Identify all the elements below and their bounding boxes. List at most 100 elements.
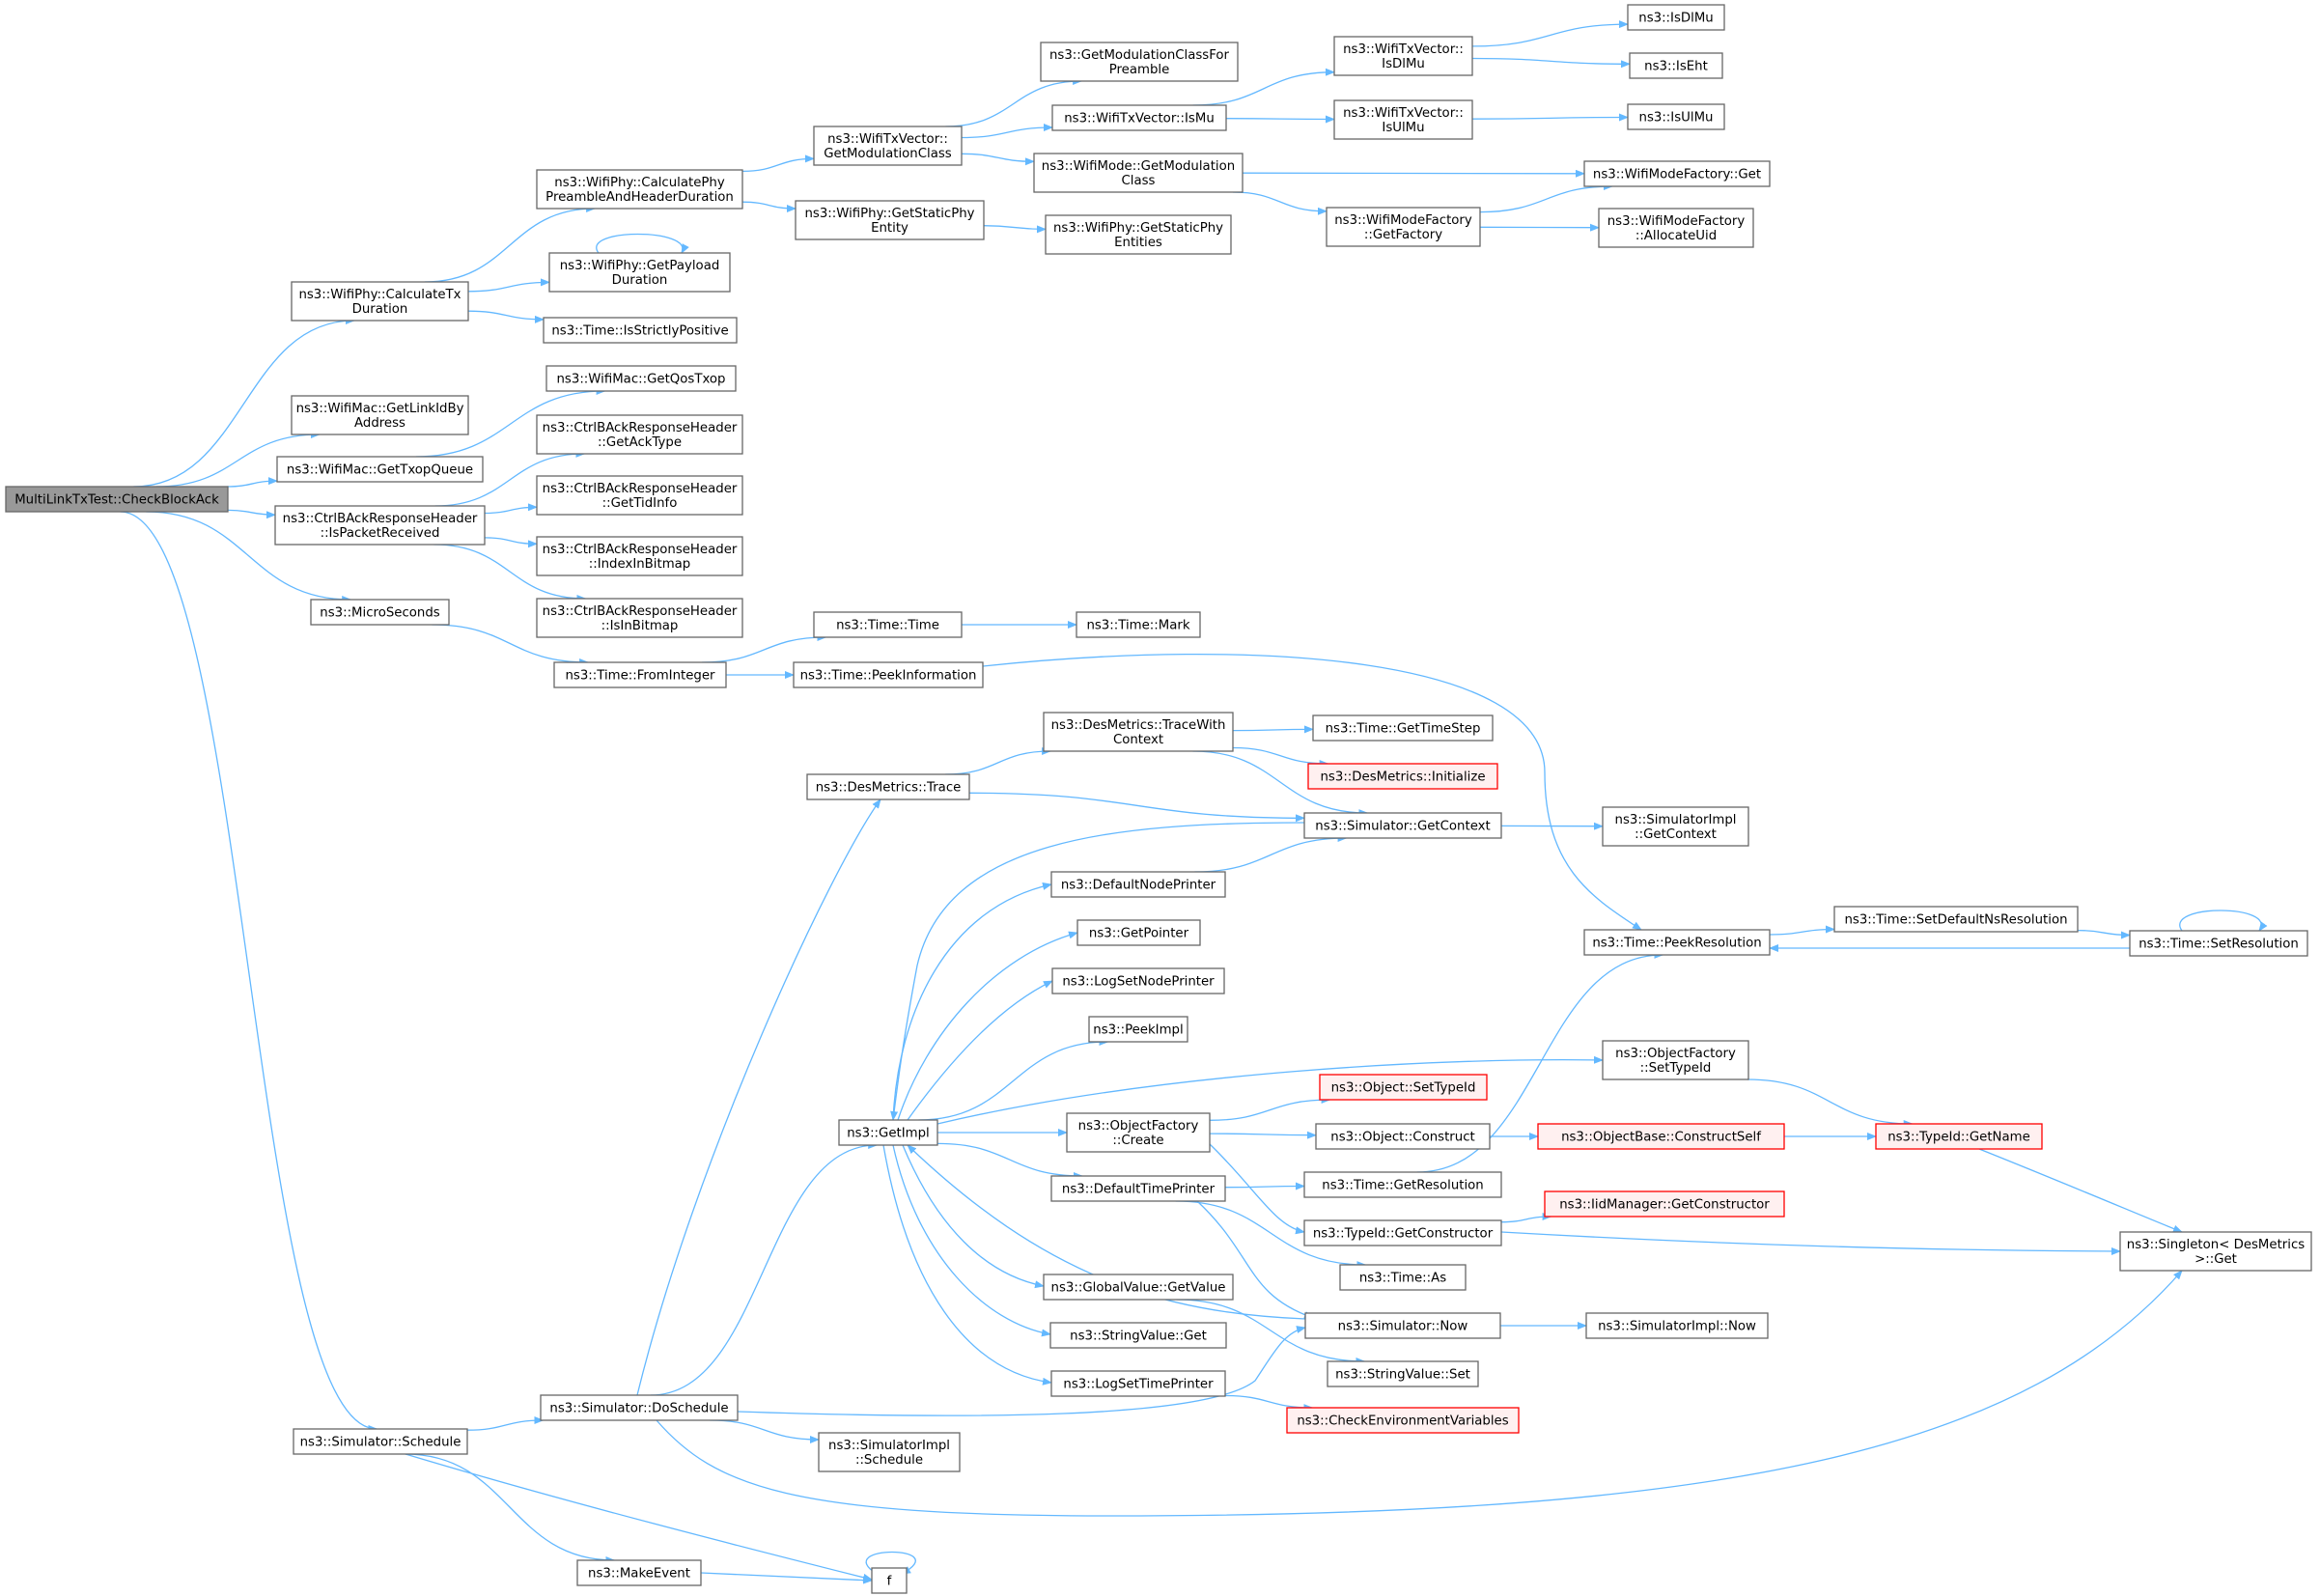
node-box (813, 126, 963, 166)
node-makeEvent[interactable]: ns3::MakeEvent (576, 1559, 702, 1586)
node-objSetTypeId[interactable]: ns3::Object::SetTypeId (1319, 1074, 1488, 1101)
edge-root-to-getLinkId (155, 431, 321, 488)
node-timeAs[interactable]: ns3::Time::As (1339, 1264, 1467, 1291)
node-label: Entity (871, 221, 908, 236)
node-root[interactable]: MultiLinkTxTest::CheckBlockAck (5, 486, 229, 513)
node-simImplSchedule[interactable]: ns3::SimulatorImpl::Schedule (818, 1432, 961, 1472)
node-box (1627, 103, 1725, 130)
node-label: ns3::Time::GetTimeStep (1326, 722, 1481, 737)
edge-calcPhyPre-to-getModClass (741, 154, 815, 173)
node-label: ns3::WifiTxVector::IsMu (1064, 112, 1215, 126)
node-label: ::GetTidInfo (602, 496, 678, 511)
node-fromInteger[interactable]: ns3::Time::FromInteger (553, 661, 727, 688)
edge-isPktRecv-to-getTidInfo (484, 503, 538, 515)
node-label: ns3::CtrlBAckResponseHeader (543, 604, 738, 619)
node-label: Duration (612, 273, 668, 288)
node-getAckType[interactable]: ns3::CtrlBAckResponseHeader::GetAckType (536, 414, 743, 455)
node-txvIsDlMu[interactable]: ns3::WifiTxVector::IsDlMu (1333, 36, 1473, 76)
node-typeIdGetName[interactable]: ns3::TypeId::GetName (1875, 1123, 2043, 1150)
node-desTrace[interactable]: ns3::DesMetrics::Trace (806, 773, 970, 800)
node-defTimePrinter[interactable]: ns3::DefaultTimePrinter (1050, 1175, 1226, 1202)
node-txvIsUlMu[interactable]: ns3::WifiTxVector::IsUlMu (1333, 99, 1473, 140)
node-simGetContext[interactable]: ns3::Simulator::GetContext (1303, 812, 1502, 839)
node-objFactoryCreate[interactable]: ns3::ObjectFactory::Create (1066, 1112, 1211, 1153)
node-isPktRecv[interactable]: ns3::CtrlBAckResponseHeader::IsPacketRec… (274, 505, 486, 546)
node-box (1326, 207, 1481, 247)
node-setResolution[interactable]: ns3::Time::SetResolution (2129, 930, 2308, 957)
node-modeFactoryGet[interactable]: ns3::WifiModeFactory::Get (1583, 160, 1771, 187)
node-getQosTxop[interactable]: ns3::WifiMac::GetQosTxop (545, 365, 737, 392)
node-label: ns3::GetPointer (1089, 927, 1189, 941)
node-iidMgrGetCtor[interactable]: ns3::IidManager::GetConstructor (1544, 1190, 1785, 1218)
node-peekResolution[interactable]: ns3::Time::PeekResolution (1583, 929, 1771, 956)
node-stringValueGet[interactable]: ns3::StringValue::Get (1049, 1322, 1227, 1349)
node-timeTime[interactable]: ns3::Time::Time (813, 611, 963, 638)
node-getTxopQueue[interactable]: ns3::WifiMac::GetTxopQueue (276, 456, 484, 483)
edge-root-to-calcTxDur (133, 317, 355, 488)
node-microSec[interactable]: ns3::MicroSeconds (310, 599, 450, 626)
edge-simGetContext-to-getImpl (890, 822, 1305, 1121)
node-globalValueGet[interactable]: ns3::GlobalValue::GetValue (1043, 1274, 1234, 1301)
node-box (5, 486, 229, 513)
node-getPointer[interactable]: ns3::GetPointer (1076, 919, 1201, 946)
node-box (1315, 1123, 1491, 1150)
node-box (1339, 1264, 1467, 1291)
node-isDlMu[interactable]: ns3::IsDlMu (1627, 4, 1725, 31)
node-isUlMu[interactable]: ns3::IsUlMu (1627, 103, 1725, 130)
node-stringValueSet[interactable]: ns3::StringValue::Set (1327, 1360, 1479, 1387)
node-simImplGetContext[interactable]: ns3::SimulatorImpl::GetContext (1602, 806, 1749, 847)
node-label: ns3::GetImpl (847, 1127, 929, 1141)
node-isEht[interactable]: ns3::IsEht (1629, 52, 1723, 79)
node-logSetNodePrinter[interactable]: ns3::LogSetNodePrinter (1051, 967, 1225, 994)
node-checkEnvVars[interactable]: ns3::CheckEnvironmentVariables (1286, 1407, 1520, 1434)
node-box (2129, 930, 2308, 957)
node-getImpl[interactable]: ns3::GetImpl (838, 1119, 938, 1146)
node-schedule[interactable]: ns3::Simulator::Schedule (293, 1428, 468, 1455)
node-allocateUid[interactable]: ns3::WifiModeFactory::AllocateUid (1598, 208, 1754, 248)
node-box (806, 773, 970, 800)
node-box (536, 475, 743, 516)
edge-doSchedule-to-getImpl (650, 1141, 879, 1396)
edge-calcTxDur-to-getPayload (467, 278, 550, 293)
node-objFactorySetTypeId[interactable]: ns3::ObjectFactory::SetTypeId (1602, 1040, 1749, 1080)
node-typeIdGetCtor[interactable]: ns3::TypeId::GetConstructor (1303, 1219, 1502, 1246)
node-peekInfo[interactable]: ns3::Time::PeekInformation (793, 661, 984, 688)
node-isMu[interactable]: ns3::WifiTxVector::IsMu (1051, 104, 1227, 131)
node-singletonGet[interactable]: ns3::Singleton< DesMetrics >::Get (2119, 1231, 2312, 1272)
node-logSetTimePrinter[interactable]: ns3::LogSetTimePrinter (1050, 1370, 1226, 1397)
node-getTidInfo[interactable]: ns3::CtrlBAckResponseHeader::GetTidInfo (536, 475, 743, 516)
node-getModClass[interactable]: ns3::WifiTxVector::GetModulationClass (813, 126, 963, 166)
node-timeGetRes[interactable]: ns3::Time::GetResolution (1303, 1171, 1502, 1198)
node-calcPhyPre[interactable]: ns3::WifiPhy::CalculatePhyPreambleAndHea… (536, 169, 743, 210)
node-label: ns3::WifiMac::GetTxopQueue (287, 463, 473, 478)
node-f[interactable]: f (871, 1567, 908, 1594)
node-box (838, 1119, 938, 1146)
node-objConstruct[interactable]: ns3::Object::Construct (1315, 1123, 1491, 1150)
node-modeFactoryGetFactory[interactable]: ns3::WifiModeFactory::GetFactory (1326, 207, 1481, 247)
node-box (1050, 871, 1226, 898)
node-defNodePrinter[interactable]: ns3::DefaultNodePrinter (1050, 871, 1226, 898)
node-label: ns3::CtrlBAckResponseHeader (283, 512, 478, 526)
node-timeGetTimeStep[interactable]: ns3::Time::GetTimeStep (1312, 714, 1494, 742)
node-objBaseConstructSelf[interactable]: ns3::ObjectBase::ConstructSelf (1537, 1123, 1785, 1150)
node-wifiModeGetMod[interactable]: ns3::WifiMode::GetModulationClass (1033, 153, 1244, 193)
node-isStrictPos[interactable]: ns3::Time::IsStrictlyPositive (543, 317, 738, 344)
node-isInBitmap[interactable]: ns3::CtrlBAckResponseHeader::IsInBitmap (536, 598, 743, 638)
node-peekImpl[interactable]: ns3::PeekImpl (1088, 1016, 1188, 1043)
node-doSchedule[interactable]: ns3::Simulator::DoSchedule (540, 1394, 739, 1421)
node-box (1602, 806, 1749, 847)
node-simImplNow[interactable]: ns3::SimulatorImpl::Now (1585, 1312, 1769, 1339)
node-indexInBitmap[interactable]: ns3::CtrlBAckResponseHeader::IndexInBitm… (536, 536, 743, 576)
node-setDefaultNsRes[interactable]: ns3::Time::SetDefaultNsResolution (1833, 906, 2079, 933)
node-label: ns3::Time::FromInteger (565, 669, 715, 684)
node-desInit[interactable]: ns3::DesMetrics::Initialize (1307, 763, 1498, 790)
node-timeMark[interactable]: ns3::Time::Mark (1076, 611, 1201, 638)
node-simNow[interactable]: ns3::Simulator::Now (1304, 1312, 1501, 1339)
